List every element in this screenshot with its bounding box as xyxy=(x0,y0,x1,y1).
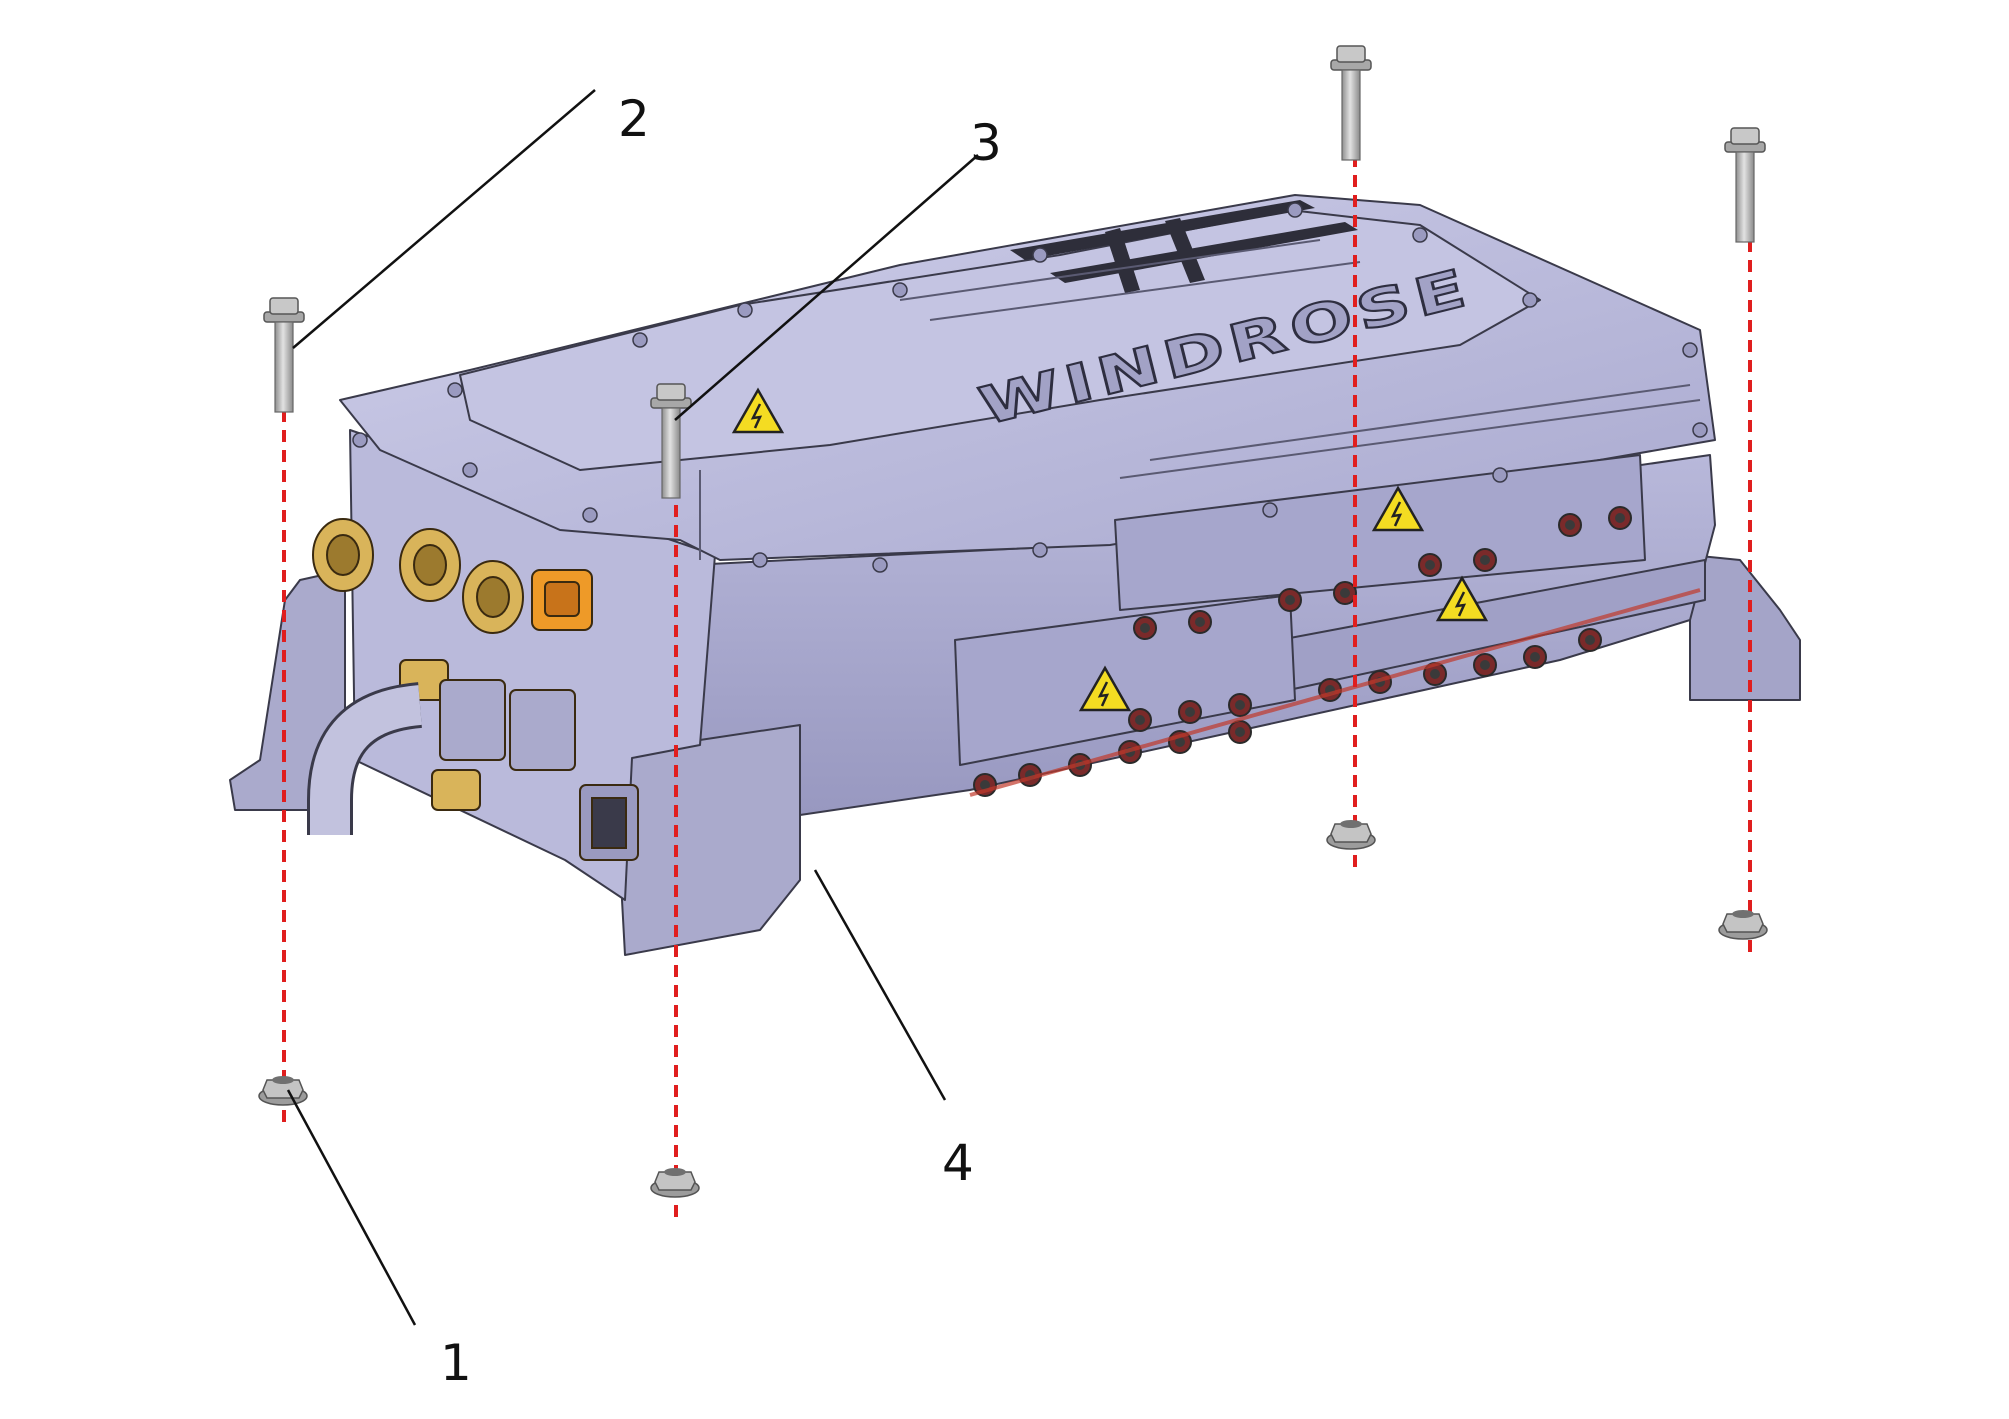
side-cover-lower xyxy=(954,594,1296,766)
side-cover-upper xyxy=(1114,454,1646,611)
hexagon-bolt-icon xyxy=(1724,127,1766,243)
front-connector-cluster xyxy=(312,518,639,861)
flange-nut-icon xyxy=(258,1075,308,1106)
mounting-foot-rear-right xyxy=(1689,554,1801,701)
leader-lines xyxy=(286,89,979,1326)
hexagon-bolt-icon xyxy=(1330,45,1372,161)
mounting-foot-front-right xyxy=(621,724,801,956)
flange-nut-icon xyxy=(1718,909,1768,940)
callout-1: 1 xyxy=(440,1334,472,1392)
flange-nut-icon xyxy=(1326,819,1376,850)
assembly-axis-lines xyxy=(282,155,1752,1220)
callout-4: 4 xyxy=(942,1134,974,1192)
hexagon-bolt-icon xyxy=(263,297,305,413)
flange-nut-icon xyxy=(650,1167,700,1198)
inverter-housing xyxy=(229,194,1801,956)
callout-2: 2 xyxy=(618,90,650,148)
callout-3: 3 xyxy=(970,114,1002,172)
